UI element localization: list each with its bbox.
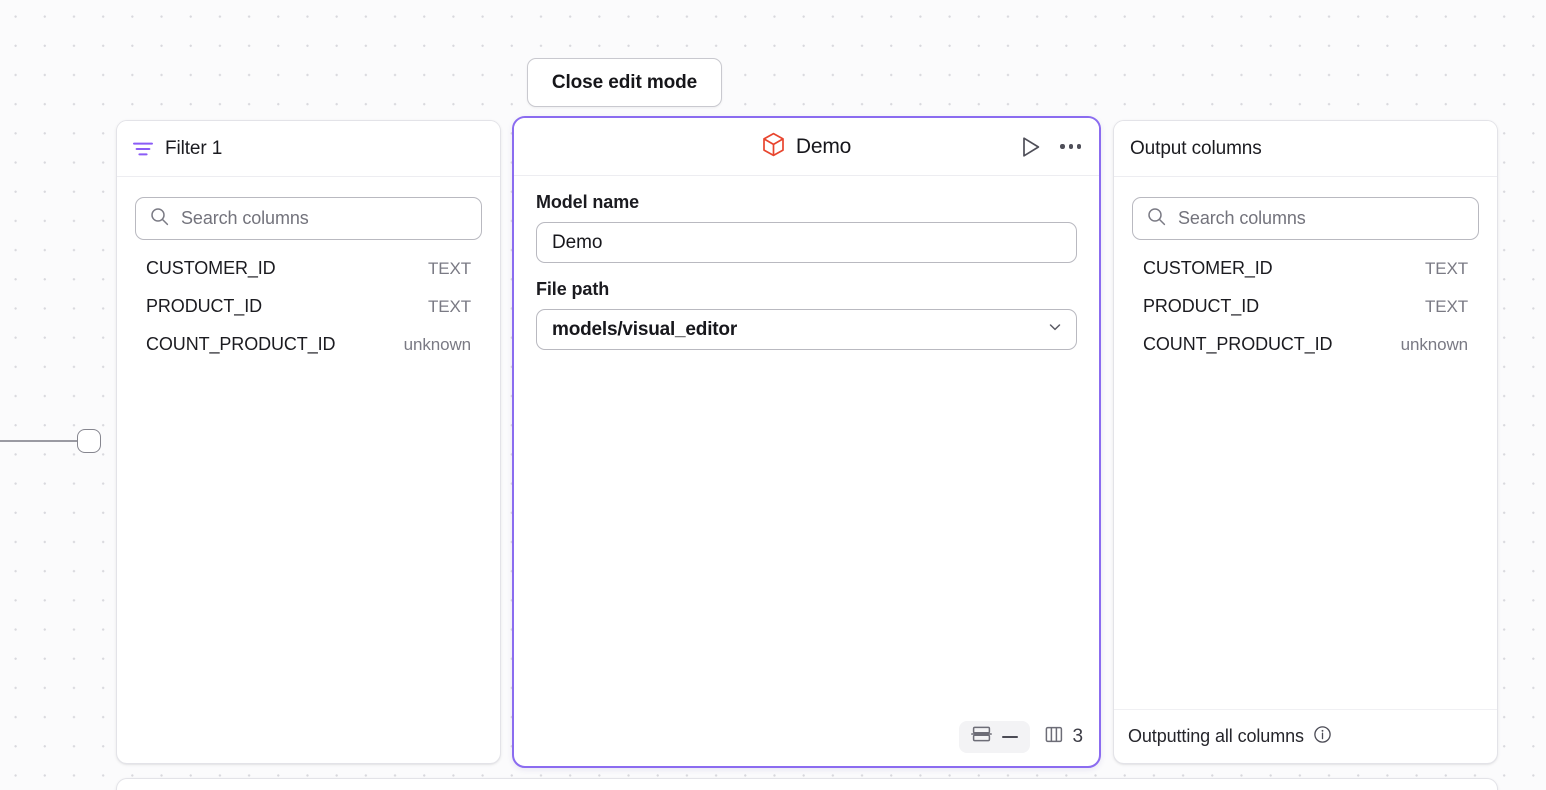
output-column-list: CUSTOMER_ID TEXT PRODUCT_ID TEXT COUNT_P… xyxy=(1132,258,1479,372)
list-item[interactable]: PRODUCT_ID TEXT xyxy=(1132,296,1479,334)
chevron-down-icon xyxy=(1047,319,1063,340)
model-header-actions xyxy=(1020,118,1083,175)
output-panel-title: Output columns xyxy=(1130,137,1262,159)
column-type: TEXT xyxy=(427,297,471,316)
file-path-value: models/visual_editor xyxy=(552,318,738,340)
column-type: TEXT xyxy=(1424,297,1468,316)
output-panel-header: Output columns xyxy=(1114,121,1497,177)
file-path-label: File path xyxy=(536,279,610,299)
filter-column-list: CUSTOMER_ID TEXT PRODUCT_ID TEXT COUNT_P… xyxy=(135,258,482,372)
play-icon[interactable] xyxy=(1020,135,1042,159)
list-item[interactable]: PRODUCT_ID TEXT xyxy=(135,296,482,334)
output-search-placeholder: Search columns xyxy=(1178,208,1306,228)
column-name: PRODUCT_ID xyxy=(1143,296,1260,316)
model-panel-header: Demo xyxy=(514,118,1099,176)
list-item[interactable]: CUSTOMER_ID TEXT xyxy=(135,258,482,296)
column-name: CUSTOMER_ID xyxy=(146,258,276,278)
close-edit-mode-button[interactable]: Close edit mode xyxy=(527,58,722,107)
row-count-value xyxy=(1001,735,1018,739)
output-columns-panel[interactable]: Output columns Search columns CUSTOMER_I… xyxy=(1113,120,1498,764)
filter-panel-title: Filter 1 xyxy=(165,137,223,159)
info-icon[interactable] xyxy=(1313,725,1332,749)
output-footer-text: Outputting all columns xyxy=(1128,726,1304,746)
column-count-value: 3 xyxy=(1072,726,1084,747)
model-panel[interactable]: Demo Model name Demo File path models/vi… xyxy=(512,116,1101,768)
column-name: PRODUCT_ID xyxy=(146,296,263,316)
graph-edge xyxy=(0,440,79,442)
cube-icon xyxy=(762,132,785,162)
column-name: COUNT_PRODUCT_ID xyxy=(146,334,336,354)
column-type: unknown xyxy=(1400,335,1468,354)
columns-icon xyxy=(1044,725,1064,749)
ellipsis-icon[interactable] xyxy=(1058,138,1083,154)
model-name-label: Model name xyxy=(536,192,640,212)
column-type: unknown xyxy=(403,335,471,354)
output-panel-body: Search columns CUSTOMER_ID TEXT PRODUCT_… xyxy=(1114,177,1497,709)
search-icon xyxy=(1147,207,1166,231)
model-panel-title: Demo xyxy=(795,134,852,158)
column-name: COUNT_PRODUCT_ID xyxy=(1143,334,1333,354)
filter-search-input[interactable]: Search columns xyxy=(135,197,482,240)
model-stats-footer: 3 xyxy=(958,721,1083,753)
rows-icon xyxy=(970,725,992,749)
output-panel-footer: Outputting all columns xyxy=(1114,709,1497,763)
filter-panel-header: Filter 1 xyxy=(117,121,500,177)
list-item[interactable]: COUNT_PRODUCT_ID unknown xyxy=(135,334,482,372)
model-name-input[interactable]: Demo xyxy=(536,222,1077,263)
column-count-group[interactable]: 3 xyxy=(1044,725,1083,749)
filter-panel[interactable]: Filter 1 Search columns CUSTOMER_ID TEXT xyxy=(116,120,501,764)
lower-panel-peek[interactable] xyxy=(116,778,1498,790)
column-name: CUSTOMER_ID xyxy=(1143,258,1273,278)
output-search-input[interactable]: Search columns xyxy=(1132,197,1479,240)
filter-panel-body: Search columns CUSTOMER_ID TEXT PRODUCT_… xyxy=(117,177,500,763)
column-type: TEXT xyxy=(427,259,471,278)
file-path-select[interactable]: models/visual_editor xyxy=(536,309,1077,350)
filter-icon xyxy=(133,142,153,156)
model-title-group: Demo xyxy=(762,132,851,162)
search-icon xyxy=(150,207,169,231)
row-count-group[interactable] xyxy=(958,721,1030,753)
filter-search-placeholder: Search columns xyxy=(181,208,309,228)
edge-connector-handle[interactable] xyxy=(77,429,101,453)
model-form: Model name Demo File path models/visual_… xyxy=(514,176,1099,350)
list-item[interactable]: COUNT_PRODUCT_ID unknown xyxy=(1132,334,1479,372)
column-type: TEXT xyxy=(1424,259,1468,278)
list-item[interactable]: CUSTOMER_ID TEXT xyxy=(1132,258,1479,296)
